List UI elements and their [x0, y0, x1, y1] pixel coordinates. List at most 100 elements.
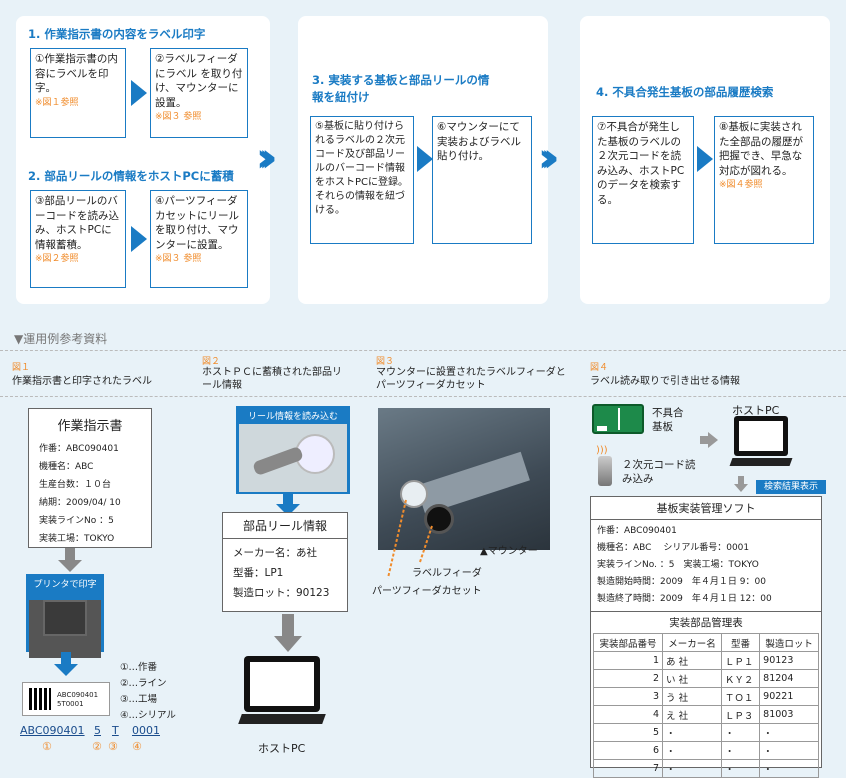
- arrow-down-icon: [274, 614, 302, 652]
- fig4-label: 図４: [590, 363, 609, 373]
- leader-lines: [387, 499, 433, 579]
- box4-text: ④パーツフィーダカセットにリールを取り付け、マウンターに設置。: [155, 195, 239, 251]
- code-part-4: 0001: [132, 724, 160, 737]
- legend-item: ②…ライン: [120, 678, 167, 689]
- board-icon: [592, 404, 644, 434]
- table-cell: ＫＹ２: [720, 669, 761, 688]
- step2-title: 2. 部品リールの情報をホストPCに蓄積: [28, 169, 234, 183]
- arrow-right-icon: [700, 432, 718, 448]
- table-cell: 90221: [759, 687, 819, 706]
- fig4-caption: ラベル読み取りで引き出せる情報: [590, 376, 740, 387]
- table-header-cell: 実装部品番号: [592, 633, 664, 652]
- step3-box6: ⑥マウンターにて実装およびラベル貼り付け。: [432, 116, 532, 244]
- box2-ref: ※図３ 参照: [155, 112, 202, 122]
- step4-box7: ⑦不具合が発生した基板のラベルの２次元コードを読み込み、ホストPCのデータを検索…: [592, 116, 694, 244]
- arrow-right-icon: [417, 146, 433, 172]
- step3-title: 3. 実装する基板と部品リールの情報を紐付け: [312, 73, 490, 104]
- box8-ref: ※図４参照: [719, 180, 763, 190]
- qr-code-icon: [29, 688, 51, 710]
- table-cell: 5: [592, 723, 664, 742]
- arrow-down-icon: [276, 494, 300, 516]
- box2-text: ②ラベルフィーダにラベル を取り付け、マウンターに設置。: [155, 53, 243, 109]
- fig1-caption: 作業指示書と印字されたラベル: [12, 376, 152, 387]
- scanner-image: [239, 424, 347, 492]
- table-cell: ・: [662, 741, 722, 760]
- box5-text: ⑤基板に貼り付けられるラベルの２次元コード及び部品リールのバーコード情報をホスト…: [315, 121, 409, 216]
- code-num-3: ③: [108, 740, 118, 753]
- fig2-label: 図２: [202, 357, 221, 367]
- table-cell: え 社: [662, 705, 722, 724]
- fig4-host-label: ホストPC: [732, 404, 780, 417]
- step4-box8: ⑧基板に実装された全部品の履歴が把握でき、早急な対応が図れる。 ※図４参照: [714, 116, 814, 244]
- table-row: 7・・・: [592, 759, 819, 778]
- soft-line: 製造開始時間：2009 年４月１日 9：00: [597, 577, 766, 587]
- table-cell: 4: [592, 705, 664, 724]
- fig3-label: 図３: [376, 357, 395, 367]
- step1-box1: ①作業指示書の内容にラベルを印字。 ※図１参照: [30, 48, 126, 138]
- table-title: 実装部品管理表: [669, 617, 743, 629]
- box8-text: ⑧基板に実装された全部品の履歴が把握でき、早急な対応が図れる。: [719, 121, 803, 177]
- reel-info-title: 部品リール情報: [223, 513, 347, 539]
- soft-line: 作番：ABC090401: [597, 526, 677, 536]
- arrow-down-icon: [58, 548, 82, 572]
- management-software: 基板実装管理ソフト 作番：ABC090401 機種名：ABC シリアル番号：000…: [590, 496, 822, 778]
- doc-line: 生産台数：１０台: [39, 480, 112, 490]
- table-header-cell: 製造ロット: [759, 633, 819, 652]
- printer-tag: プリンタで印字: [29, 577, 101, 590]
- soft-title: 基板実装管理ソフト: [591, 497, 821, 520]
- mounter-photo: [378, 408, 550, 550]
- fig3-caption: マウンターに設置されたラベルフィーダとパーツフィーダカセット: [376, 367, 566, 391]
- legend-item: ③…工場: [120, 694, 158, 705]
- box7-text: ⑦不具合が発生した基板のラベルの２次元コードを読み込み、ホストPCのデータを検索…: [597, 121, 685, 206]
- box1-ref: ※図１参照: [35, 97, 79, 108]
- table-row: 5・・・: [592, 723, 819, 742]
- section-heading: ▼運用例参考資料: [14, 332, 108, 346]
- table-cell: ＴＯ１: [720, 687, 761, 706]
- box3-text: ③部品リールのバーコードを読み込み、ホストPCに情報蓄積。: [35, 195, 119, 251]
- host-pc-icon: [238, 656, 326, 724]
- box1-text: ①作業指示書の内容にラベルを印字。: [35, 53, 118, 94]
- table-cell: い 社: [662, 669, 722, 688]
- legend-item: ①…作番: [120, 662, 158, 673]
- step1-title: 1. 作業指示書の内容をラベル印字: [28, 27, 206, 41]
- label-feeder-label: ラベルフィーダ: [412, 568, 482, 579]
- parts-feeder-label: パーツフィーダカセット: [372, 586, 482, 597]
- soft-line: 製造終了時間：2009 年４月１日 12：00: [597, 594, 772, 604]
- table-cell: ・: [662, 759, 722, 778]
- doc-line: 作番：ABC090401: [39, 444, 119, 454]
- table-cell: ・: [720, 723, 761, 742]
- qr-read-label: ２次元コード読み込み: [622, 459, 696, 485]
- fig1-label: 図１: [12, 363, 31, 373]
- table-cell: 7: [592, 759, 664, 778]
- box6-text: ⑥マウンターにて実装およびラベル貼り付け。: [437, 121, 521, 162]
- table-cell: 90123: [759, 651, 819, 670]
- mounter-label: ▲マウンター: [480, 546, 538, 557]
- table-cell: ・: [720, 759, 761, 778]
- table-cell: 1: [592, 651, 664, 670]
- soft-line: 機種名：ABC シリアル番号：0001: [597, 543, 750, 553]
- host-pc-icon: [729, 416, 793, 466]
- table-cell: ＬＰ１: [720, 651, 761, 670]
- arrow-right-icon: [131, 80, 147, 106]
- table-cell: ＬＰ３: [720, 705, 761, 724]
- table-row: 6・・・: [592, 741, 819, 760]
- table-cell: 3: [592, 687, 664, 706]
- label-text2: 5T0001: [57, 700, 84, 708]
- divider: [0, 350, 846, 351]
- reel-info-line: 製造ロット：90123: [233, 587, 330, 599]
- reel-info-line: 型番：LP1: [233, 567, 284, 579]
- defect-label: 不具合基板: [652, 407, 684, 433]
- code-num-4: ④: [132, 740, 142, 753]
- doc-line: 実装工場：TOKYO: [39, 534, 115, 544]
